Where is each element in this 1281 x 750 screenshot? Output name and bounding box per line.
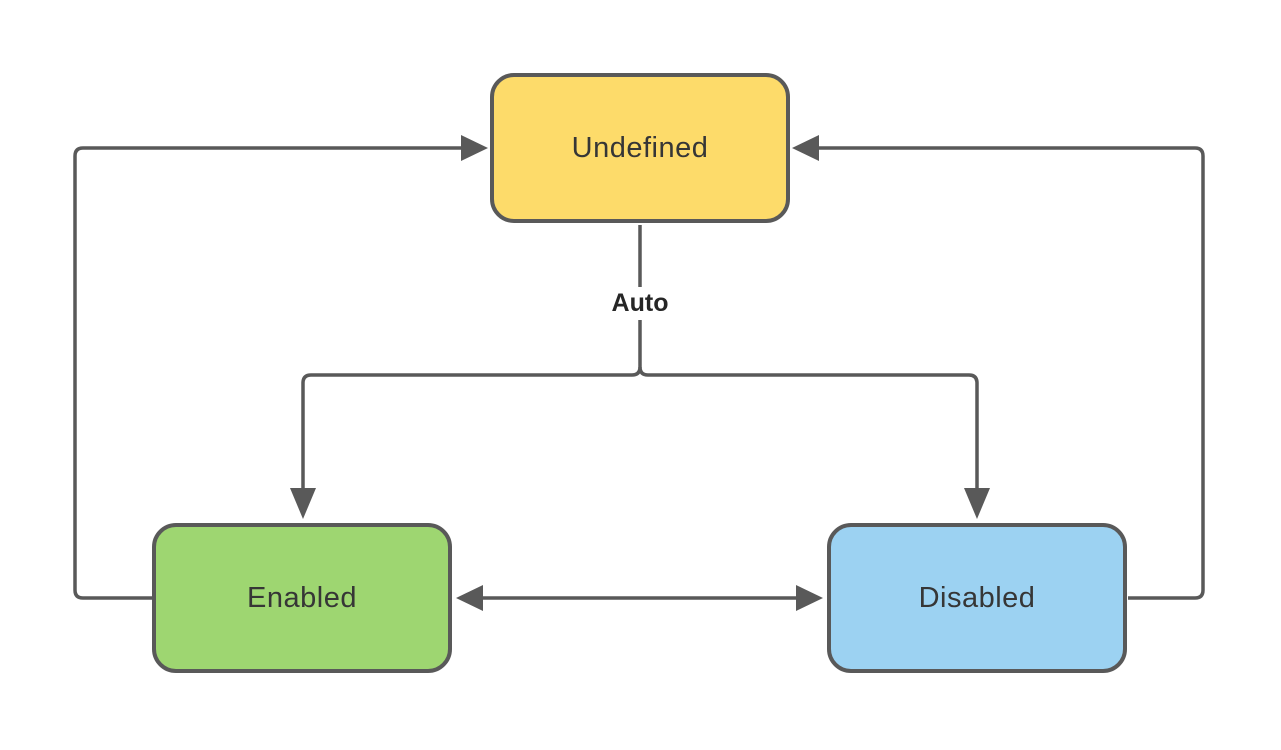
state-node-disabled[interactable]: Disabled (827, 523, 1127, 673)
arrowhead-into-enabled-top (290, 488, 316, 519)
state-node-disabled-label: Disabled (918, 581, 1036, 614)
state-node-undefined[interactable]: Undefined (490, 73, 790, 223)
edge-label-auto: Auto (603, 287, 677, 320)
state-node-enabled[interactable]: Enabled (152, 523, 452, 673)
arrowhead-into-undefined-right (792, 135, 819, 161)
edge-enabled-to-undefined (73, 135, 488, 600)
arrowhead-into-disabled-left (796, 585, 823, 611)
edge-undefined-to-enabled (290, 225, 642, 519)
edge-undefined-to-disabled (638, 366, 990, 519)
edge-disabled-to-undefined (792, 135, 1205, 600)
edge-enabled-disabled-bidirectional (456, 585, 823, 611)
arrowhead-into-undefined-left (461, 135, 488, 161)
arrowhead-into-enabled-right (456, 585, 483, 611)
arrowhead-into-disabled-top (964, 488, 990, 519)
state-node-undefined-label: Undefined (571, 131, 709, 164)
state-node-enabled-label: Enabled (247, 581, 357, 614)
